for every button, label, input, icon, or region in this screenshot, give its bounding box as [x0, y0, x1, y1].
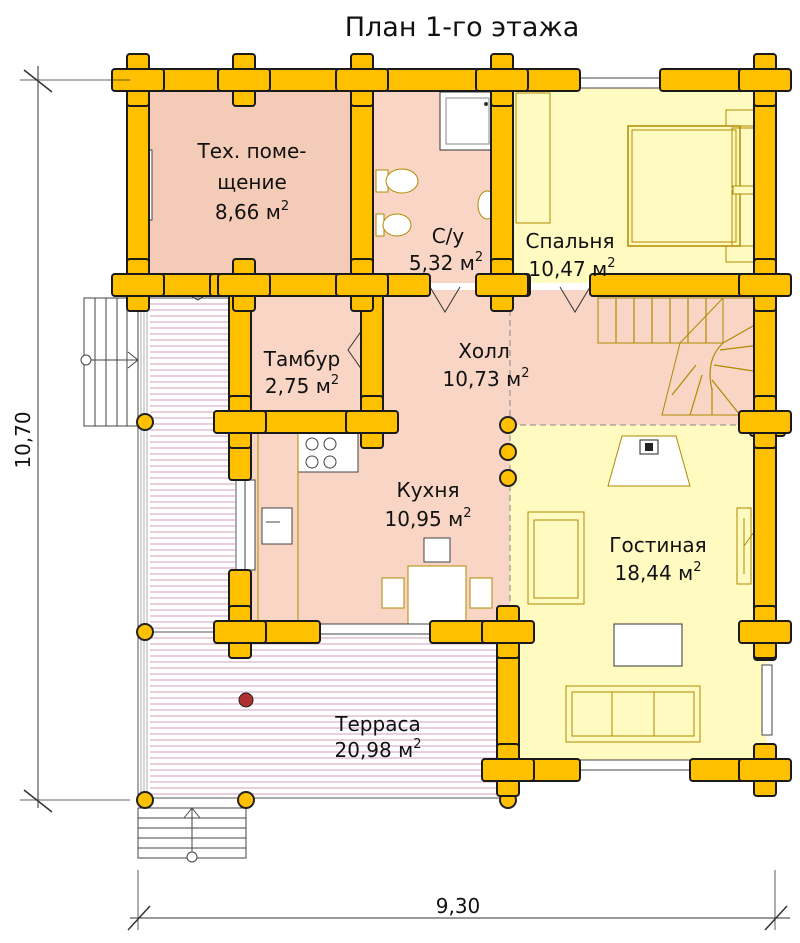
- dimension-width-label: 9,30: [436, 894, 481, 918]
- log-corner-fill: [234, 275, 254, 295]
- terrace-vertical-boards: [140, 300, 148, 796]
- log-corner-fill: [230, 622, 250, 642]
- room-area-bathroom: 5,32 м2: [409, 250, 483, 275]
- room-area-kitchen: 10,95 м2: [385, 506, 472, 531]
- room-area-hall: 10,73 м2: [443, 366, 530, 391]
- log-corner-fill: [352, 275, 372, 295]
- room-area-terrace: 20,98 м2: [335, 737, 422, 762]
- tv-icon: [736, 507, 755, 585]
- toilet-icon: [375, 168, 419, 194]
- dimension-width: 9,30: [127, 870, 790, 931]
- terrace-deck-boards: [150, 303, 506, 795]
- dimension-height: 10,70: [11, 66, 130, 813]
- log-corner-fill: [128, 70, 148, 90]
- log-corner-fill: [352, 70, 372, 90]
- log-corner-fill: [362, 412, 382, 432]
- log-corner-fill: [492, 70, 512, 90]
- log-corner-fill: [234, 70, 254, 90]
- room-area-bedroom: 10,47 м2: [529, 256, 616, 281]
- sofa-left-icon: [527, 511, 585, 605]
- log-corner-fill: [755, 622, 775, 642]
- room-name-terrace: Терраса: [334, 712, 420, 736]
- room-name-bedroom: Спальня: [526, 229, 615, 253]
- room-label-bedroom: Спальня 10,47 м2: [526, 229, 616, 281]
- log-wall-segment: [753, 63, 777, 661]
- room-label-vestibule: Тамбур 2,75 м2: [263, 347, 340, 398]
- dining-table: [381, 537, 493, 625]
- room-area-living: 18,44 м2: [615, 560, 702, 585]
- room-name-tech-line1: Тех. поме-: [197, 139, 307, 163]
- room-floor-tech: [150, 85, 362, 277]
- room-name-tech-line2: щение: [217, 170, 287, 194]
- terrace-posts: [136, 413, 517, 809]
- log-corner-fill: [755, 412, 775, 432]
- kitchen-counter: [257, 431, 299, 623]
- log-corner-fill: [755, 70, 775, 90]
- coffee-table-icon: [613, 623, 683, 667]
- sofa-bottom-icon: [565, 685, 701, 743]
- log-walls: [111, 53, 792, 797]
- steps-bottom: [137, 807, 247, 863]
- plan-title: План 1-го этажа: [345, 12, 580, 43]
- room-label-living: Гостиная 18,44 м2: [609, 533, 706, 585]
- bed-icon: [627, 125, 762, 247]
- room-floor-hall: [250, 290, 767, 425]
- room-label-terrace: Терраса 20,98 м2: [334, 712, 421, 762]
- room-name-hall: Холл: [458, 339, 510, 363]
- room-label-bathroom: С/у 5,32 м2: [409, 224, 483, 275]
- room-name-vestibule: Тамбур: [263, 347, 340, 371]
- log-corner-fill: [755, 760, 775, 780]
- log-corner-fill: [230, 412, 250, 432]
- room-name-living: Гостиная: [609, 533, 706, 557]
- wardrobe-icon: [515, 92, 551, 224]
- fireplace-icon: [607, 435, 691, 487]
- terrace: [137, 297, 509, 799]
- room-label-kitchen: Кухня 10,95 м2: [385, 478, 472, 531]
- room-name-kitchen: Кухня: [397, 478, 460, 502]
- stove-icon: [297, 431, 359, 473]
- log-corner-fill: [755, 275, 775, 295]
- log-corner-fill: [128, 275, 148, 295]
- log-corner-fill: [498, 760, 518, 780]
- bidet-icon: [375, 213, 412, 237]
- room-name-bathroom: С/у: [432, 224, 465, 248]
- room-area-vestibule: 2,75 м2: [265, 373, 339, 398]
- log-corner-fill: [492, 275, 512, 295]
- room-area-tech: 8,66 м2: [215, 199, 289, 224]
- steps-left: [80, 297, 139, 427]
- dimension-height-label: 10,70: [11, 411, 35, 468]
- log-corner-fill: [498, 622, 518, 642]
- shower-icon: [439, 91, 496, 151]
- room-label-tech: Тех. поме- щение 8,66 м2: [197, 139, 307, 224]
- room-label-hall: Холл 10,73 м2: [443, 339, 530, 391]
